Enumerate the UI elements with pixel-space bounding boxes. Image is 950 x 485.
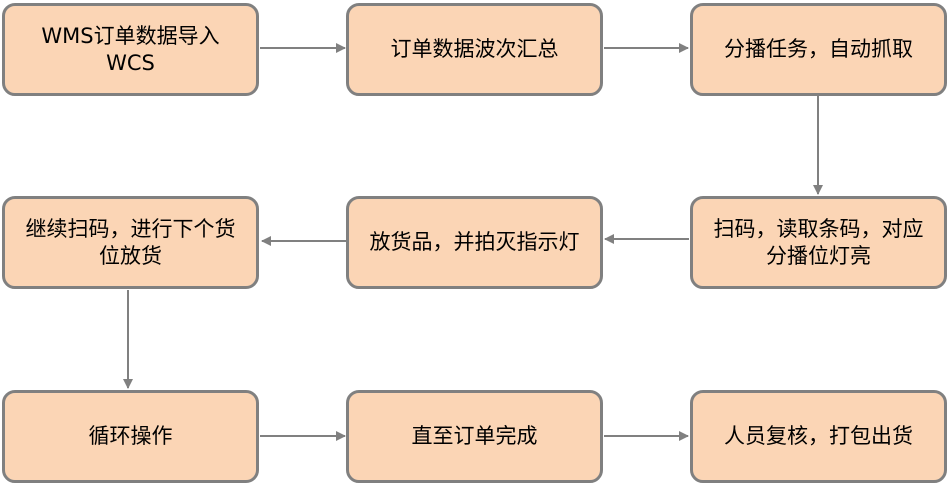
step-6-label: 继续扫码，进行下个货位放货 [25, 216, 236, 268]
step-5-box: 放货品，并拍灭指示灯 [346, 196, 603, 289]
step-3-label: 分播任务，自动抓取 [724, 37, 913, 61]
step-9-label: 人员复核，打包出货 [724, 424, 913, 448]
step-2-box: 订单数据波次汇总 [346, 3, 603, 96]
step-7-box: 循环操作 [2, 390, 259, 483]
step-8-label: 直至订单完成 [411, 424, 538, 448]
step-5-label: 放货品，并拍灭指示灯 [369, 230, 580, 254]
step-1-box: WMS订单数据导入WCS [2, 3, 259, 96]
step-3-box: 分播任务，自动抓取 [690, 3, 947, 96]
step-6-box: 继续扫码，进行下个货位放货 [2, 196, 259, 289]
step-9-box: 人员复核，打包出货 [690, 390, 947, 483]
step-4-box: 扫码，读取条码，对应分播位灯亮 [690, 196, 947, 289]
step-1-label: WMS订单数据导入WCS [41, 23, 220, 75]
step-4-label: 扫码，读取条码，对应分播位灯亮 [713, 216, 924, 268]
step-8-box: 直至订单完成 [346, 390, 603, 483]
step-2-label: 订单数据波次汇总 [390, 37, 559, 61]
step-7-label: 循环操作 [88, 424, 173, 448]
